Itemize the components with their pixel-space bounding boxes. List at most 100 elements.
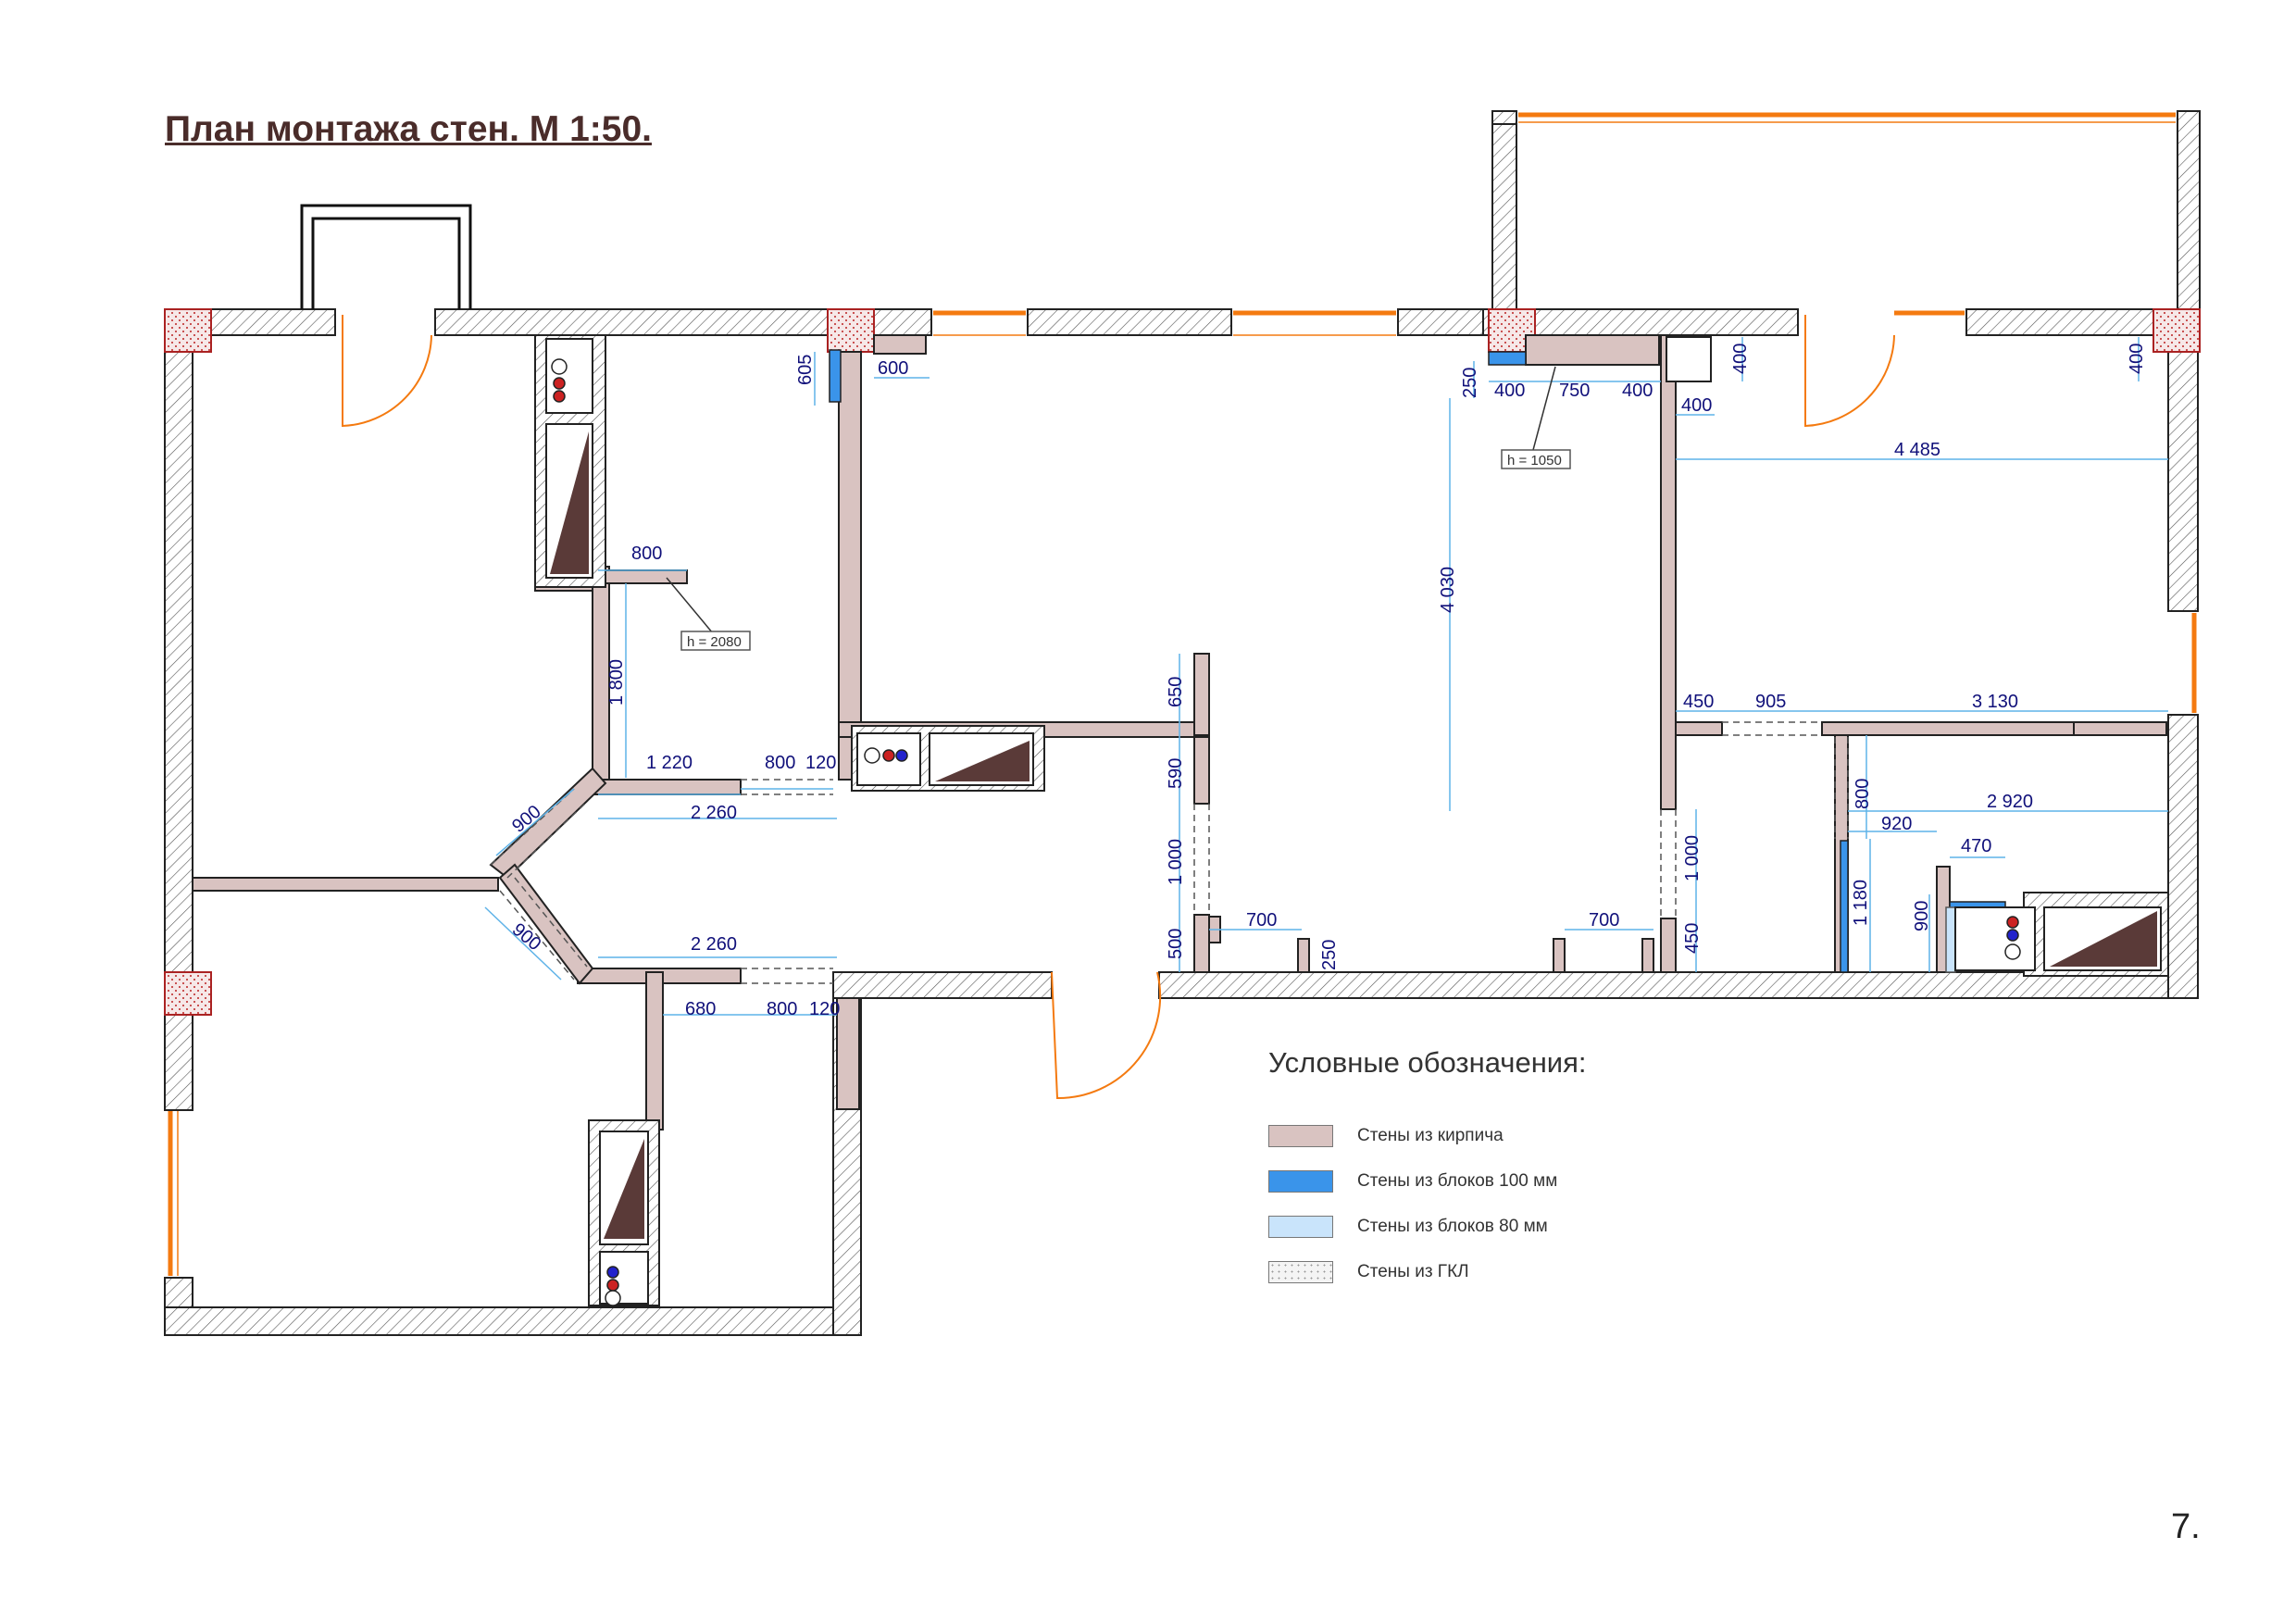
- column-4: [2152, 308, 2201, 353]
- block80-1: [1945, 906, 1956, 973]
- partition-v-room3-l2: [1193, 736, 1210, 805]
- height-tag-2080: h = 2080: [687, 634, 742, 650]
- dim-800-d: 800: [1853, 779, 1873, 809]
- brick-partitions: [192, 334, 2169, 1131]
- dim-750: 750: [1559, 381, 1590, 401]
- dim-120-a: 120: [805, 753, 836, 773]
- partition-v-2: [645, 971, 664, 1131]
- partition-v-room3-l: [1193, 653, 1210, 736]
- dim-2260-b: 2 260: [691, 934, 737, 955]
- balcony-right-wall: [2177, 110, 2201, 336]
- wall-bottom-middle-1: [832, 971, 1053, 999]
- block100-1: [829, 349, 842, 403]
- dim-120-b: 120: [809, 999, 840, 1019]
- legend-item-blocks-100: Стены из блоков 100 мм: [1268, 1158, 1694, 1204]
- stub-3: [1553, 938, 1566, 973]
- dim-1800: 1 800: [606, 659, 627, 706]
- dim-1000-a: 1 000: [1166, 839, 1186, 885]
- dim-800-a: 800: [631, 543, 662, 564]
- legend-swatch-blocks-100: [1268, 1169, 1333, 1193]
- dim-470: 470: [1961, 836, 1991, 856]
- legend-swatch-blocks-80: [1268, 1215, 1333, 1238]
- stub-2: [1297, 938, 1310, 973]
- dim-400-a: 400: [1494, 381, 1525, 401]
- column-1: [164, 308, 212, 353]
- dim-250-a: 250: [1319, 940, 1340, 970]
- dim-2260-a: 2 260: [691, 803, 737, 823]
- wall-top-3: [1027, 308, 1232, 336]
- balcony-top-left: [1491, 110, 1517, 125]
- height-tag-1050: h = 1050: [1507, 453, 1562, 468]
- room-right-small: [2073, 721, 2167, 736]
- sinks: [550, 431, 2157, 1239]
- partition-v-right-2: [1660, 918, 1677, 973]
- dim-650: 650: [1166, 677, 1186, 707]
- legend-label-gkl: Стены из ГКЛ: [1357, 1261, 1469, 1281]
- legend-label-brick: Стены из кирпича: [1357, 1125, 1504, 1145]
- dim-800-b: 800: [765, 753, 795, 773]
- door-right-balcony: [1804, 315, 1895, 428]
- dim-700-a: 700: [1246, 910, 1277, 931]
- dim-500: 500: [1166, 929, 1186, 959]
- dim-605: 605: [795, 355, 816, 385]
- dim-3130: 3 130: [1972, 692, 2018, 712]
- dim-700-b: 700: [1589, 910, 1619, 931]
- block100-2: [1488, 351, 1527, 366]
- column-5: [164, 971, 212, 1016]
- dim-450-b: 450: [1683, 692, 1714, 712]
- dim-900-c: 900: [1912, 901, 1932, 931]
- exterior-walls: [164, 110, 2201, 1336]
- dim-400-d: 400: [1730, 344, 1751, 374]
- legend-item-blocks-80: Стены из блоков 80 мм: [1268, 1204, 1694, 1249]
- legend-item-gkl: Стены из ГКЛ: [1268, 1249, 1694, 1294]
- wall-top-5: [1965, 308, 2169, 336]
- door-entry-top: [342, 315, 432, 428]
- legend-title: Условные обозначения:: [1268, 1046, 1587, 1079]
- dim-4030: 4 030: [1438, 567, 1458, 613]
- legend-label-blocks-80: Стены из блоков 80 мм: [1357, 1216, 1548, 1236]
- partition-v-room2: [838, 351, 862, 781]
- partition-v-3: [836, 997, 860, 1110]
- dim-450-a: 450: [1682, 923, 1703, 954]
- kitchen-box: [1525, 334, 1660, 366]
- dim-400-c: 400: [1681, 395, 1712, 416]
- dim-400-b: 400: [1622, 381, 1653, 401]
- balcony-left-wall: [1491, 110, 1517, 336]
- stub-4: [1641, 938, 1654, 973]
- dim-1180: 1 180: [1851, 880, 1871, 926]
- dim-250-b: 250: [1460, 368, 1480, 398]
- pipes: [551, 358, 2021, 1306]
- page-number: 7.: [2171, 1507, 2201, 1546]
- dimension-labels: 605 600 800 1 800 1 220 800 120 2 260 90…: [508, 344, 2147, 1019]
- dimension-lines: [484, 337, 2168, 1016]
- dim-800-c: 800: [767, 999, 797, 1019]
- legend-label-blocks-100: Стены из блоков 100 мм: [1357, 1170, 1558, 1191]
- windows: [168, 112, 2197, 1276]
- wall-bottom-left: [164, 1306, 862, 1336]
- plan-title: План монтажа стен. М 1:50.: [165, 109, 652, 149]
- partition-h-right-2: [1821, 721, 2082, 736]
- door-main-entry: [1051, 971, 1162, 1100]
- column-2: [827, 308, 875, 353]
- blocks-100-walls: [829, 349, 2006, 973]
- wall-right-2: [2167, 714, 2199, 999]
- dim-400-e: 400: [2127, 344, 2147, 374]
- partition-v-right: [1660, 334, 1677, 810]
- door-swings: [342, 315, 1895, 1100]
- dim-4485: 4 485: [1894, 440, 1940, 460]
- partition-h-1: [597, 569, 688, 584]
- wall-right-1: [2167, 308, 2199, 612]
- dim-1000-b: 1 000: [1682, 835, 1703, 881]
- legend-swatch-gkl: [1268, 1260, 1333, 1283]
- dim-680: 680: [685, 999, 716, 1019]
- block100-4: [1840, 840, 1849, 973]
- dim-2920: 2 920: [1987, 792, 2033, 812]
- diagonal-partitions: [489, 767, 607, 985]
- kitchen-box-2: [873, 334, 927, 355]
- door-openings: [490, 721, 1849, 984]
- partition-h-2: [592, 779, 742, 795]
- partition-h-middle: [192, 877, 499, 892]
- height-tag-leaders: [666, 366, 1556, 634]
- height-tags: [680, 449, 1571, 651]
